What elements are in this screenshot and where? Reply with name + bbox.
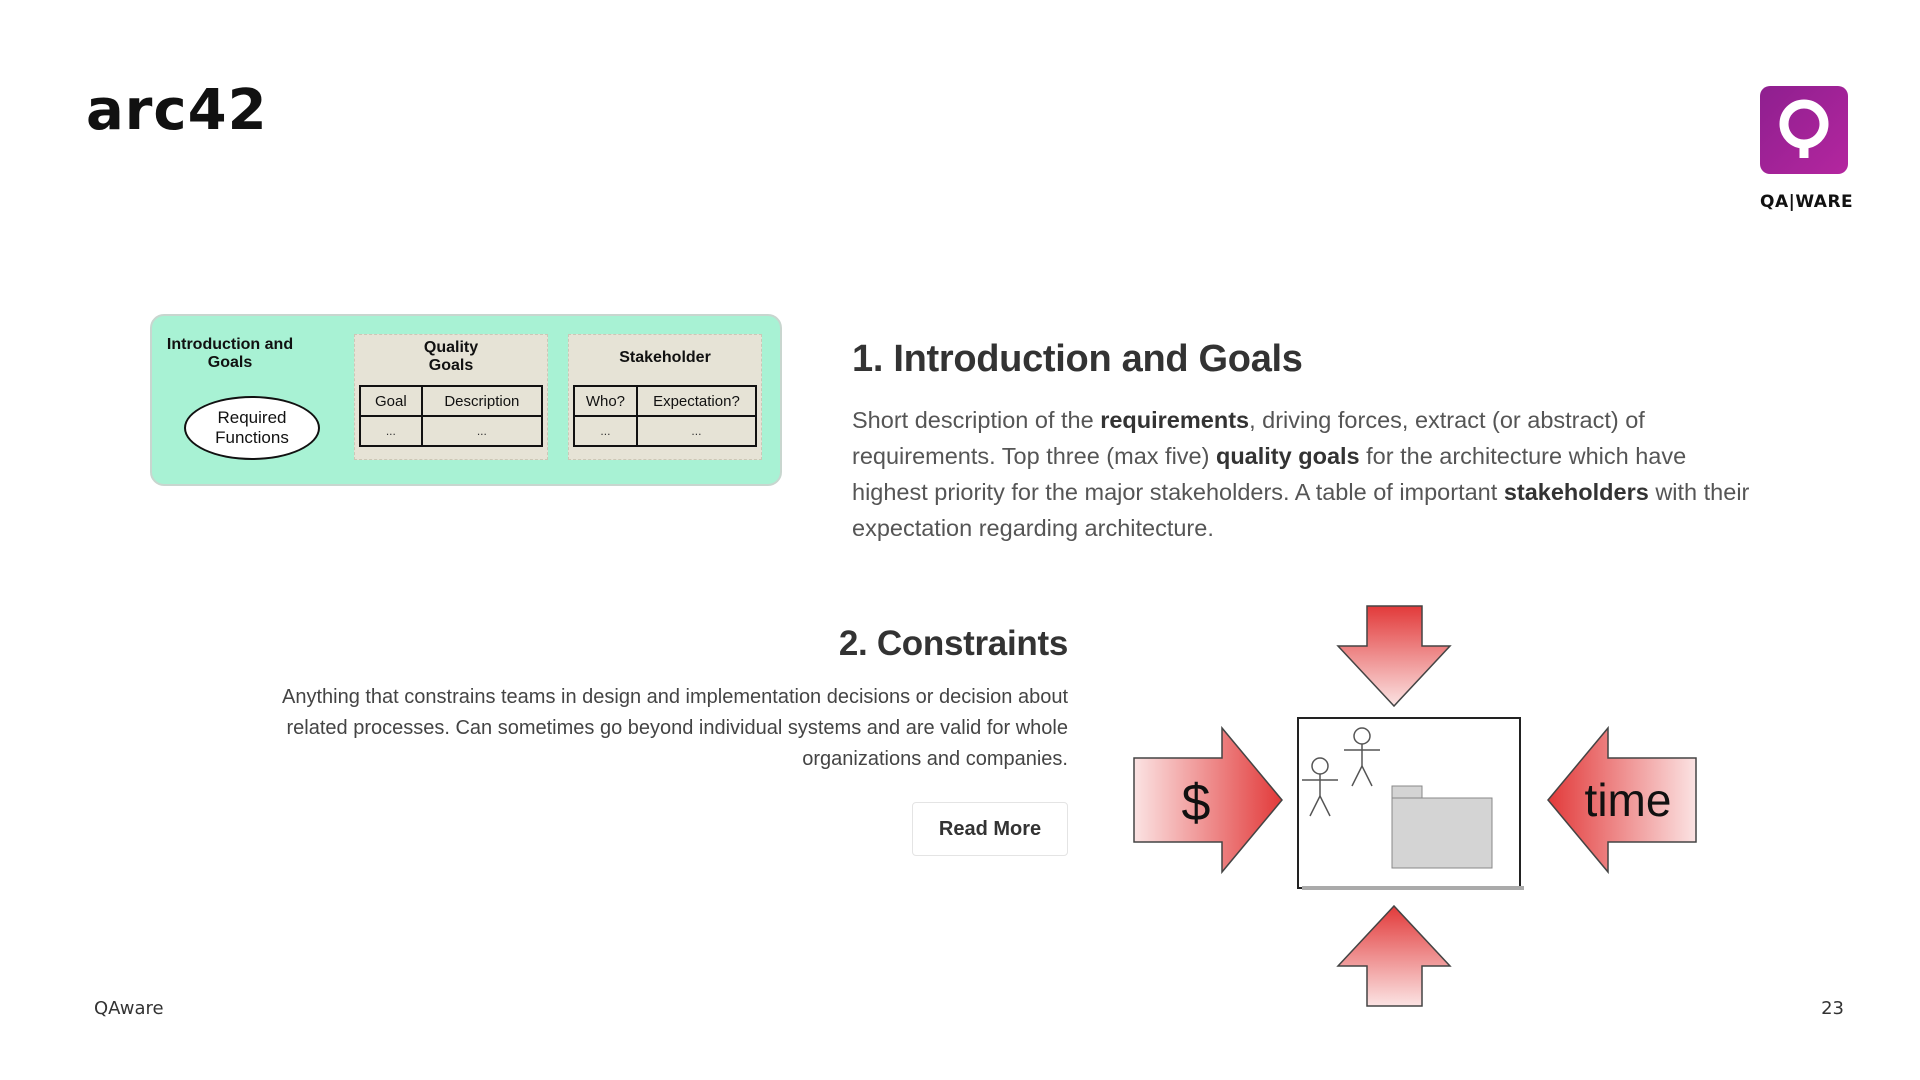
arrow-up-icon (1336, 904, 1452, 1007)
deck-title: arc42 (86, 78, 268, 143)
logo-wordmark: QA|WARE (1760, 192, 1854, 212)
oval-label: Required Functions (215, 408, 289, 447)
folder-icon (1391, 785, 1493, 869)
keyword-stakeholders: stakeholders (1503, 479, 1649, 505)
table-header-cell: Description (420, 385, 544, 417)
quality-goals-table: Goal Description ... ... (359, 385, 544, 447)
footer-brand: QAware (94, 998, 164, 1019)
section-2-description: Anything that constrains teams in design… (281, 686, 1068, 770)
stakeholder-label: Stakeholder (619, 349, 711, 366)
quality-goals-panel: Quality Goals Goal Description ... ... (354, 334, 548, 460)
stakeholder-figure-icon (1344, 727, 1380, 787)
money-label: $ (1182, 774, 1211, 832)
table-header-cell: Expectation? (635, 385, 758, 417)
stakeholder-panel: Stakeholder Who? Expectation? ... ... (568, 334, 762, 460)
logo-mark-icon (1760, 86, 1848, 174)
time-label: time (1585, 774, 1672, 826)
table-cell: ... (573, 415, 638, 447)
required-functions-oval: Required Functions (184, 396, 320, 460)
keyword-requirements: requirements (1100, 407, 1250, 433)
arrow-right-icon (1133, 725, 1283, 875)
diagram-intro-label: Introduction and Goals (166, 336, 294, 371)
text-part: Short description of the (852, 407, 1101, 433)
text-part: , driving forces, extract (or abstract) … (852, 407, 1645, 469)
section-2-title: 2. Constraints (838, 624, 1068, 663)
qaware-logo: QA|WARE (1760, 86, 1854, 212)
arrow-down-icon (1336, 605, 1452, 708)
quality-goals-label: Quality Goals (423, 339, 479, 374)
intro-goals-diagram: Introduction and Goals Required Function… (150, 314, 782, 486)
table-header-cell: Who? (573, 385, 638, 417)
keyword-quality-goals: quality goals (1215, 443, 1360, 469)
constraints-illustration: $ time (1130, 600, 1700, 1010)
table-cell: ... (635, 415, 758, 447)
section-1-description: Short description of the requirements, d… (852, 402, 1752, 546)
page-number: 23 (1821, 998, 1844, 1019)
stakeholder-figure-icon (1302, 757, 1338, 817)
arrow-left-icon (1547, 725, 1697, 875)
text-part: for the architecture which have highest … (852, 443, 1687, 505)
table-header-cell: Goal (359, 385, 423, 417)
table-cell: ... (359, 415, 423, 447)
text-part: with their expectation regarding archite… (852, 479, 1750, 541)
stakeholder-table: Who? Expectation? ... ... (573, 385, 758, 447)
section-1-title: 1. Introduction and Goals (852, 338, 1303, 380)
table-cell: ... (420, 415, 544, 447)
read-more-button[interactable]: Read More (912, 802, 1068, 856)
